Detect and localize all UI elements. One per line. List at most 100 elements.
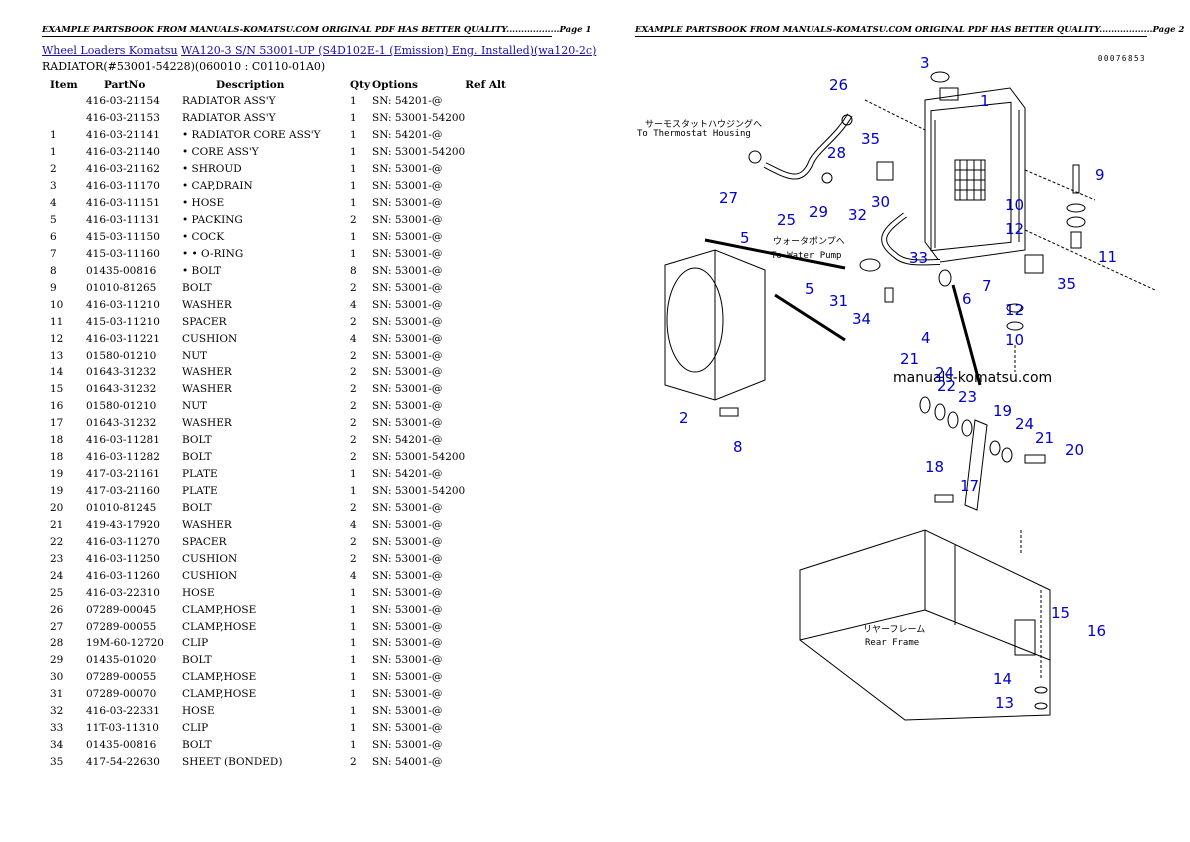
- cell-options: SN: 53001-@: [372, 298, 443, 311]
- cell-item: 35: [50, 756, 64, 769]
- cell-qty: 4: [350, 298, 357, 311]
- cell-item: 13: [50, 349, 64, 362]
- cell-partno: 07289-00045: [86, 603, 157, 616]
- drawing-code: 00076853: [1097, 54, 1146, 63]
- breadcrumb-link-category[interactable]: Wheel Loaders Komatsu: [42, 44, 178, 57]
- cell-options: SN: 53001-@: [372, 349, 443, 362]
- cell-item: 34: [50, 739, 64, 752]
- cell-partno: 419-43-17920: [86, 518, 160, 531]
- cell-partno: 416-03-21162: [86, 163, 160, 176]
- cell-partno: 416-03-11260: [86, 569, 160, 582]
- cell-options: SN: 53001-@: [372, 739, 443, 752]
- callout-1: 1: [980, 92, 990, 110]
- cell-description: WASHER: [182, 518, 232, 531]
- cell-options: SN: 53001-54200: [372, 146, 466, 159]
- drain-hose-drawing: [951, 284, 982, 386]
- cell-description: WASHER: [182, 366, 232, 379]
- column-header-ref-alt: Ref Alt: [465, 78, 506, 91]
- breadcrumb-link-model[interactable]: WA120-3 S/N 53001-UP (S4D102E-1 (Emissio…: [181, 44, 597, 57]
- callout-30: 30: [871, 193, 890, 211]
- cell-item: 8: [50, 264, 57, 277]
- cell-options: SN: 53001-@: [372, 366, 443, 379]
- cell-options: SN: 53001-54200: [372, 485, 466, 498]
- callout-17: 17: [960, 477, 979, 495]
- cell-options: SN: 53001-@: [372, 417, 443, 430]
- cell-description: BOLT: [182, 451, 212, 464]
- cell-qty: 2: [350, 349, 357, 362]
- radiator-drawing: [864, 87, 1156, 291]
- cell-options: SN: 53001-@: [372, 501, 443, 514]
- cell-ref-alt: [465, 550, 525, 567]
- cell-ref-alt: [465, 110, 525, 127]
- cell-ref-alt: [465, 703, 525, 720]
- cell-partno: 416-03-21153: [86, 112, 160, 125]
- cell-partno: 01010-81245: [86, 501, 157, 514]
- cell-qty: 1: [350, 485, 357, 498]
- breadcrumb: Wheel Loaders Komatsu WA120-3 S/N 53001-…: [42, 44, 596, 57]
- page-1: EXAMPLE PARTSBOOK FROM MANUALS-KOMATSU.C…: [42, 25, 596, 771]
- cell-description: NUT: [182, 349, 208, 362]
- note-rearframe-jp: リヤーフレーム: [863, 624, 925, 635]
- cell-item: 31: [50, 688, 64, 701]
- cell-ref-alt: [465, 245, 525, 262]
- cell-item: 24: [50, 569, 64, 582]
- cell-qty: 2: [350, 451, 357, 464]
- cell-ref-alt: [465, 737, 525, 754]
- callout-10: 10: [1005, 331, 1024, 349]
- cell-item: 11: [50, 315, 64, 328]
- callout-29: 29: [809, 203, 828, 221]
- cell-partno: 19M-60-12720: [86, 637, 164, 650]
- cell-item: 20: [50, 501, 64, 514]
- cell-qty: 1: [350, 603, 357, 616]
- callout-2: 2: [679, 409, 689, 427]
- cell-item: 12: [50, 332, 64, 345]
- callout-35: 35: [1057, 275, 1076, 293]
- cell-partno: 416-03-11210: [86, 298, 160, 311]
- cell-description: CLIP: [182, 722, 209, 735]
- exploded-parts-diagram: サーモスタットハウジングへ To Thermostat Housing ウォータ…: [637, 54, 1156, 721]
- cell-item: 19: [50, 468, 64, 481]
- cell-options: SN: 53001-@: [372, 264, 443, 277]
- cell-qty: 1: [350, 739, 357, 752]
- cell-item: 16: [50, 400, 64, 413]
- bolt-8-drawing: [719, 407, 739, 417]
- cell-partno: 416-03-11170: [86, 180, 160, 193]
- callout-28: 28: [827, 144, 846, 162]
- cell-partno: 416-03-11282: [86, 451, 160, 464]
- parts-table: Item PartNo Description Qty Options Ref …: [42, 76, 525, 771]
- cell-qty: 4: [350, 518, 357, 531]
- cell-ref-alt: [465, 466, 525, 483]
- cell-partno: 416-03-11131: [86, 214, 160, 227]
- cell-options: SN: 54201-@: [372, 95, 443, 108]
- cell-description: CLAMP,HOSE: [182, 688, 257, 701]
- callout-18: 18: [925, 458, 944, 476]
- cell-options: SN: 53001-@: [372, 180, 443, 193]
- cell-item: 4: [50, 197, 57, 210]
- cell-item: 29: [50, 654, 64, 667]
- note-waterpump-en: To Water Pump: [771, 251, 841, 261]
- cell-partno: 01580-01210: [86, 400, 157, 413]
- callout-9: 9: [1095, 166, 1105, 184]
- cell-partno: 01643-31232: [86, 366, 157, 379]
- cell-description: WASHER: [182, 298, 232, 311]
- cell-partno: 01435-00816: [86, 264, 157, 277]
- cell-partno: 11T-03-11310: [86, 722, 159, 735]
- table-header-row: Item PartNo Description Qty Options Ref …: [42, 76, 525, 93]
- callout-14: 14: [993, 670, 1012, 688]
- cell-item: 1: [50, 146, 57, 159]
